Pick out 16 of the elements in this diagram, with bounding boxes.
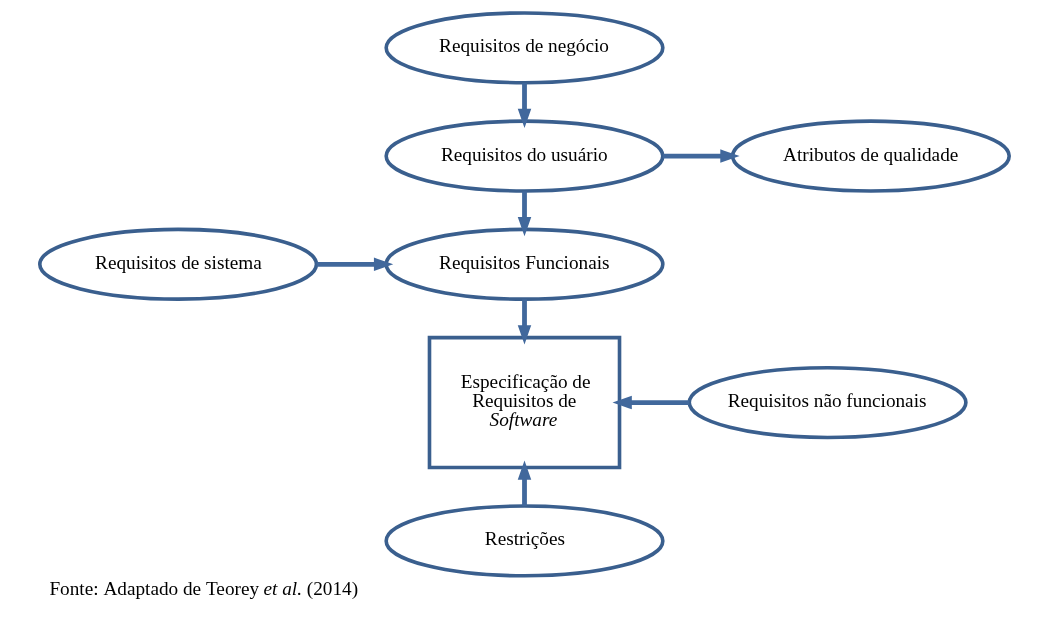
node-ellipse: Atributos de qualidade	[730, 119, 1011, 193]
node-ellipse: Requisitos não funcionais	[687, 365, 968, 440]
arrow	[517, 460, 532, 507]
node-ellipse: Requisitos do usuário	[384, 119, 665, 193]
arrow	[517, 299, 532, 345]
node-ellipse: Requisitos Funcionais	[384, 227, 665, 301]
arrow	[517, 83, 532, 129]
node-ellipse: Requisitos de negócio	[384, 11, 665, 85]
arrow	[612, 395, 690, 410]
node-box: Especificação de Requisitos de Software	[427, 335, 622, 470]
arrow	[316, 257, 394, 272]
caption: Fonte: Adaptado de Teorey et al. (2014)	[49, 577, 359, 599]
arrow	[517, 191, 532, 237]
arrow	[662, 149, 740, 163]
node-ellipse: Requisitos de sistema	[38, 227, 319, 301]
node-ellipse: Restrições	[384, 504, 665, 578]
